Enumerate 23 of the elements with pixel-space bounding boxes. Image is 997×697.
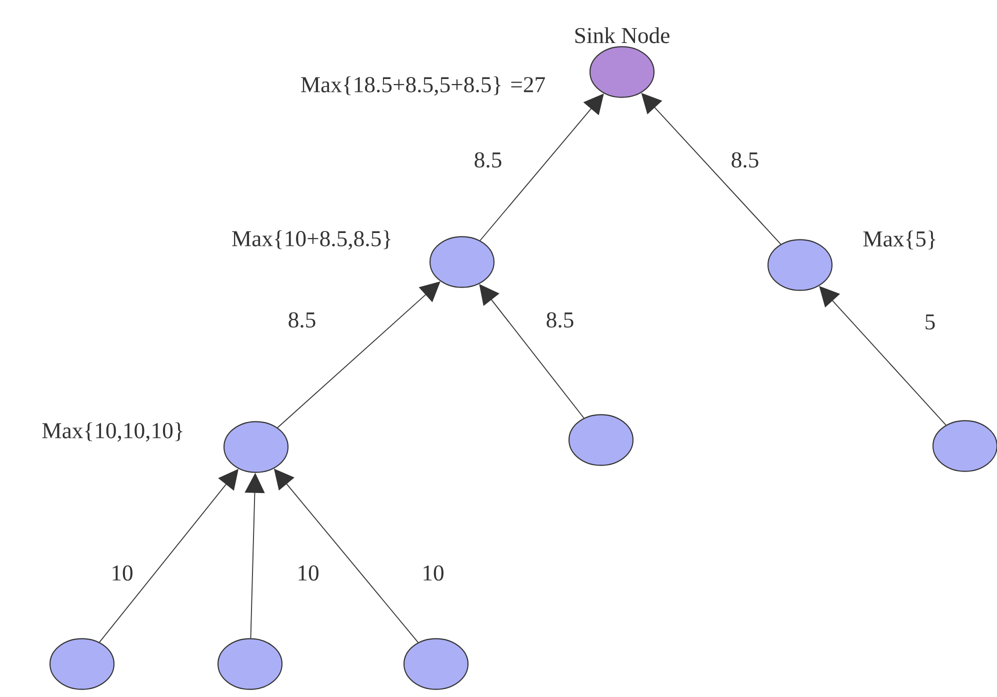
edge-label: 8.5 <box>286 310 318 330</box>
edge-label: 8.5 <box>544 310 576 330</box>
arrow <box>480 94 604 241</box>
edge-label: 5 <box>923 313 937 331</box>
edge-label: 8.5 <box>472 150 504 170</box>
tree-node <box>223 421 289 473</box>
tree-node <box>217 638 283 690</box>
edge-label: 10 <box>420 564 446 582</box>
edge-label: 10 <box>109 564 135 582</box>
tree-node <box>403 638 469 690</box>
edge-label: 10 <box>295 564 321 582</box>
tree-node <box>767 239 833 291</box>
max-formula: Max{18.5+8.5,5+8.5} =27 <box>301 76 545 96</box>
sink-node <box>589 46 655 98</box>
max-formula: Max{10,10,10} <box>42 422 182 442</box>
max-formula: Max{10+8.5,8.5} <box>232 230 390 250</box>
tree-node <box>568 414 634 466</box>
tree-node <box>932 420 997 472</box>
tree-node <box>429 236 495 288</box>
tree-node <box>49 638 115 690</box>
max-formula: Max{5} <box>863 230 936 250</box>
edge-label: 8.5 <box>730 150 760 170</box>
node-title: Sink Node <box>575 27 670 44</box>
